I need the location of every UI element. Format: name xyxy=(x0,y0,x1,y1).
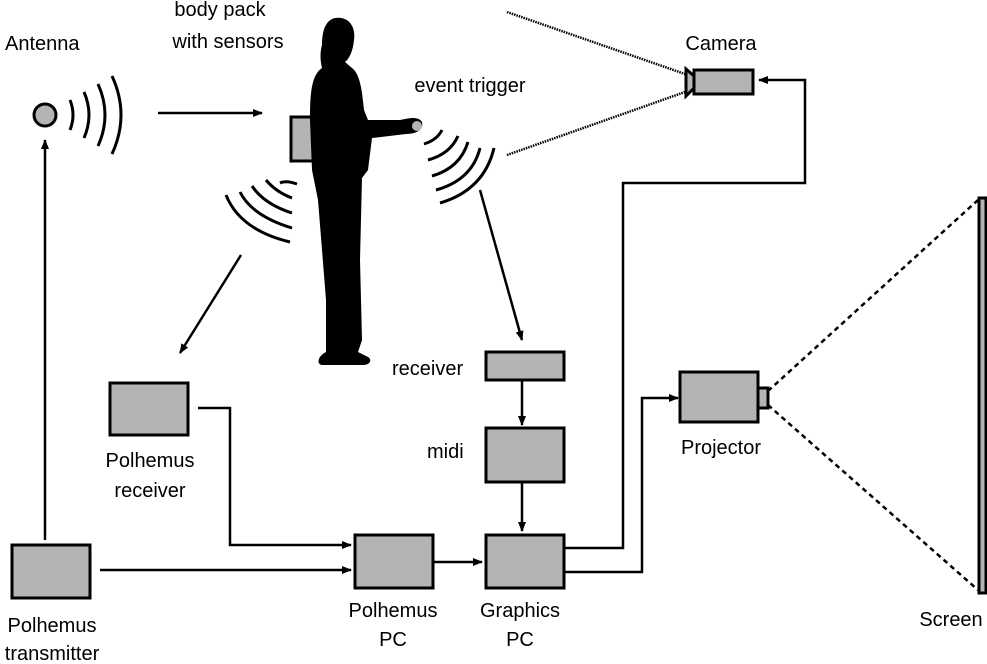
arrow-trigger-to-receiver xyxy=(478,189,524,341)
label-polhemus-pc-2: PC xyxy=(379,629,407,651)
antenna-waves xyxy=(68,75,123,155)
label-graphics-pc-1: Graphics xyxy=(480,600,560,622)
receiver-box xyxy=(484,350,566,382)
projector-lens xyxy=(756,386,770,410)
label-antenna: Antenna xyxy=(5,33,80,55)
person-silhouette xyxy=(310,17,423,365)
screen xyxy=(977,196,987,595)
graphics-pc-box xyxy=(484,533,566,590)
label-polhemus-receiver-1: Polhemus xyxy=(106,450,195,472)
polhemus-pc-box xyxy=(353,533,435,590)
projector xyxy=(678,370,760,424)
label-polhemus-pc-1: Polhemus xyxy=(349,600,438,622)
label-midi: midi xyxy=(427,441,464,463)
arrow-waves-to-polhemus-receiver xyxy=(178,254,243,354)
polhemus-transmitter-box xyxy=(10,543,92,600)
label-graphics-pc-2: PC xyxy=(506,629,534,651)
antenna-icon xyxy=(32,102,58,128)
label-polhemus-receiver-2: receiver xyxy=(114,480,185,502)
projection-line-top xyxy=(767,199,979,392)
label-screen: Screen xyxy=(919,609,982,631)
label-body-pack-2: with sensors xyxy=(171,31,283,53)
label-polhemus-transmitter-2: transmitter xyxy=(5,643,100,664)
polhemus-receiver-box xyxy=(108,381,190,437)
arrow-graphics-pc-to-projector xyxy=(564,394,679,574)
camera xyxy=(692,68,755,96)
camera-view-line-bottom xyxy=(506,90,686,157)
event-trigger-icon xyxy=(412,121,422,131)
arrow-polhemus-receiver-to-pc xyxy=(198,406,352,549)
label-receiver: receiver xyxy=(392,358,463,380)
label-event-trigger: event trigger xyxy=(414,75,526,97)
label-body-pack-1: body pack xyxy=(174,0,266,21)
midi-box xyxy=(484,426,566,484)
arrow-graphics-pc-to-camera xyxy=(564,76,807,550)
trigger-waves xyxy=(423,129,496,205)
label-projector: Projector xyxy=(681,437,761,459)
projection-line-bottom xyxy=(767,404,979,591)
label-camera: Camera xyxy=(685,33,757,55)
camera-view-line-top xyxy=(506,10,686,76)
bodypack-waves xyxy=(224,179,298,244)
label-polhemus-transmitter-1: Polhemus xyxy=(8,615,97,637)
